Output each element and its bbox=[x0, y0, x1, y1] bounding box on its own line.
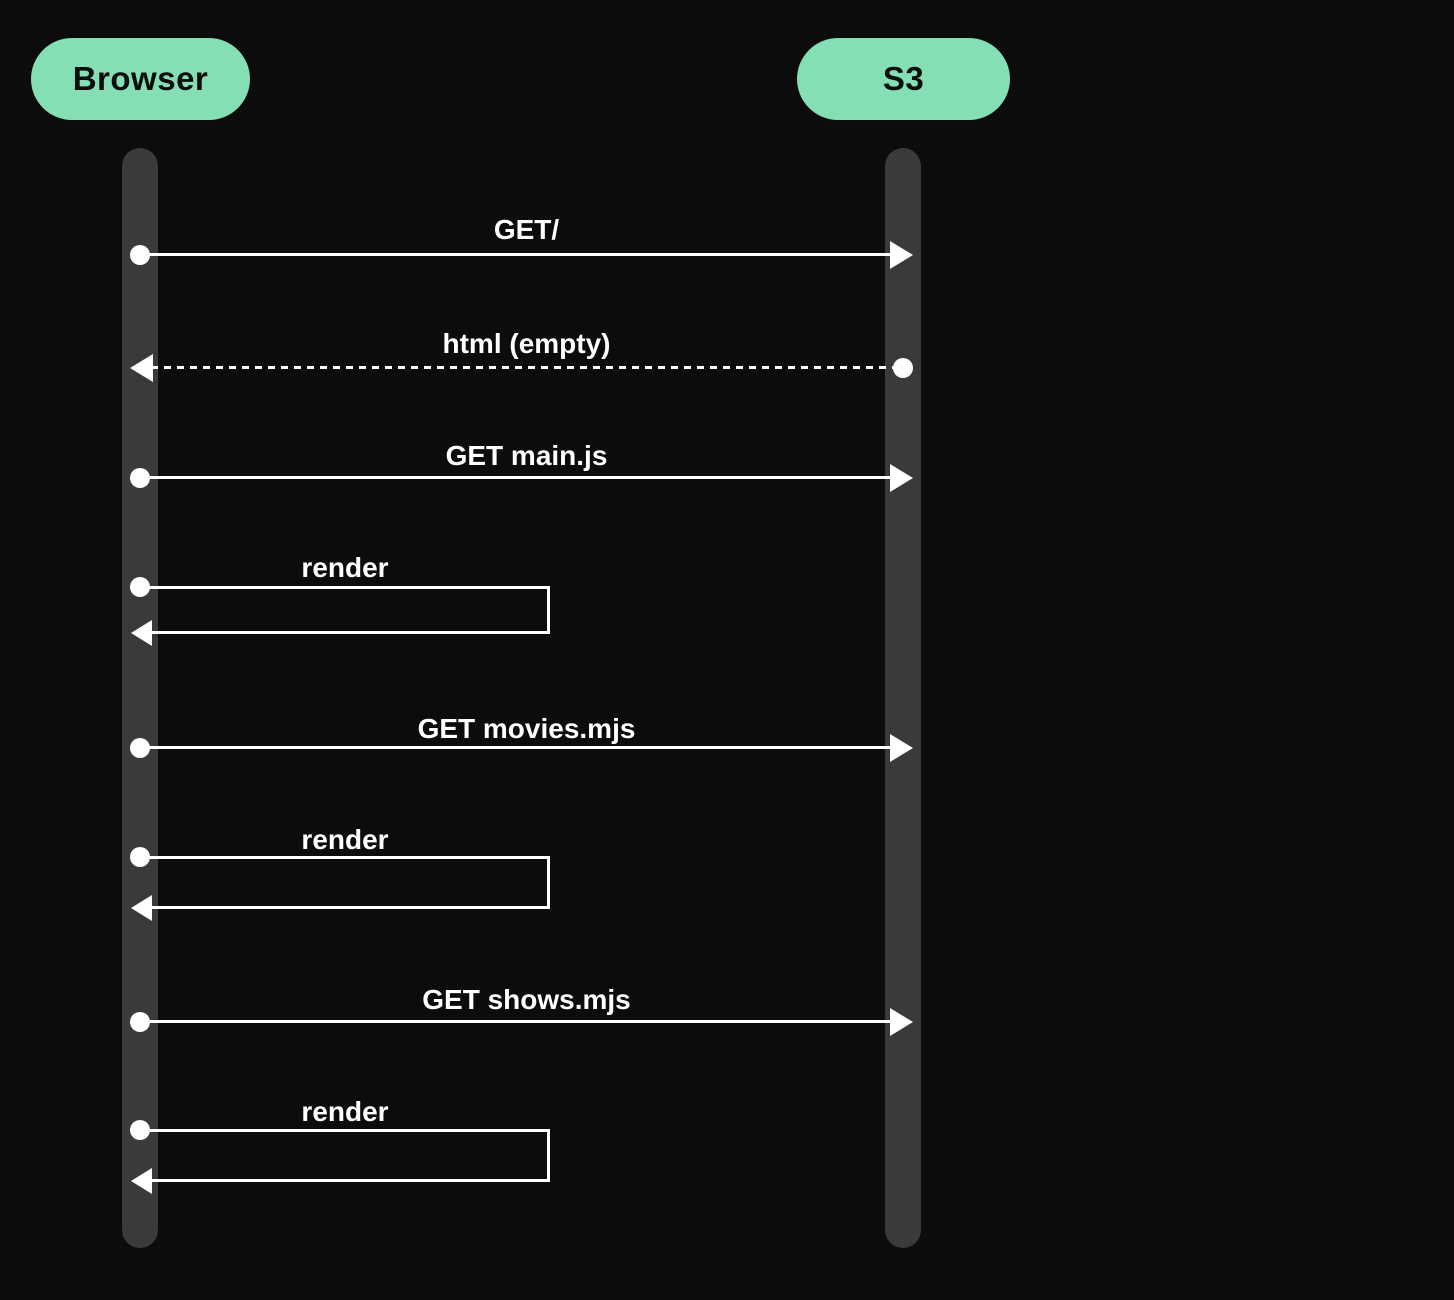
actor-s3: S3 bbox=[797, 38, 1010, 120]
loop-top-line bbox=[140, 856, 550, 859]
loop-top-line bbox=[140, 586, 550, 589]
arrowhead-left-icon bbox=[131, 620, 152, 646]
arrowhead-right-icon bbox=[890, 1008, 913, 1036]
loop-right-line bbox=[547, 586, 550, 634]
message-label-get-root: GET/ bbox=[493, 214, 560, 245]
arrow-line-dashed bbox=[151, 366, 893, 369]
message-arrow-get-mainjs bbox=[130, 463, 913, 493]
lifeline-s3 bbox=[885, 148, 921, 1248]
message-label-render-3: render bbox=[301, 1096, 389, 1127]
arrowhead-right-icon bbox=[890, 241, 913, 269]
message-arrow-get-moviesmjs bbox=[130, 733, 913, 763]
origin-dot bbox=[893, 358, 913, 378]
actor-browser: Browser bbox=[31, 38, 250, 120]
arrow-line bbox=[140, 746, 891, 749]
origin-dot bbox=[130, 577, 150, 597]
arrow-line bbox=[140, 1020, 891, 1023]
arrowhead-left-icon bbox=[130, 354, 153, 382]
message-label-get-mainjs: GET main.js bbox=[445, 440, 608, 471]
origin-dot bbox=[130, 1120, 150, 1140]
self-message-render-1 bbox=[130, 577, 550, 646]
message-label-render-1: render bbox=[301, 552, 389, 583]
loop-bottom-line bbox=[134, 631, 550, 634]
loop-right-line bbox=[547, 1129, 550, 1182]
loop-right-line bbox=[547, 856, 550, 909]
message-arrow-get-root bbox=[130, 240, 913, 270]
arrow-line bbox=[140, 476, 891, 479]
arrow-line bbox=[140, 253, 891, 256]
loop-bottom-line bbox=[134, 1179, 550, 1182]
lifeline-browser bbox=[122, 148, 158, 1248]
arrowhead-right-icon bbox=[890, 734, 913, 762]
loop-bottom-line bbox=[134, 906, 550, 909]
origin-dot bbox=[130, 847, 150, 867]
self-message-render-2 bbox=[130, 847, 550, 921]
loop-top-line bbox=[140, 1129, 550, 1132]
message-label-html-empty: html (empty) bbox=[442, 328, 611, 359]
arrowhead-right-icon bbox=[890, 464, 913, 492]
arrowhead-left-icon bbox=[131, 1168, 152, 1194]
message-arrow-html-empty bbox=[130, 353, 913, 383]
message-label-render-2: render bbox=[301, 824, 389, 855]
arrowhead-left-icon bbox=[131, 895, 152, 921]
message-label-get-showsmjs: GET shows.mjs bbox=[422, 984, 631, 1015]
message-label-get-moviesmjs: GET movies.mjs bbox=[417, 713, 636, 744]
message-arrow-get-showsmjs bbox=[130, 1007, 913, 1037]
self-message-render-3 bbox=[130, 1120, 550, 1194]
